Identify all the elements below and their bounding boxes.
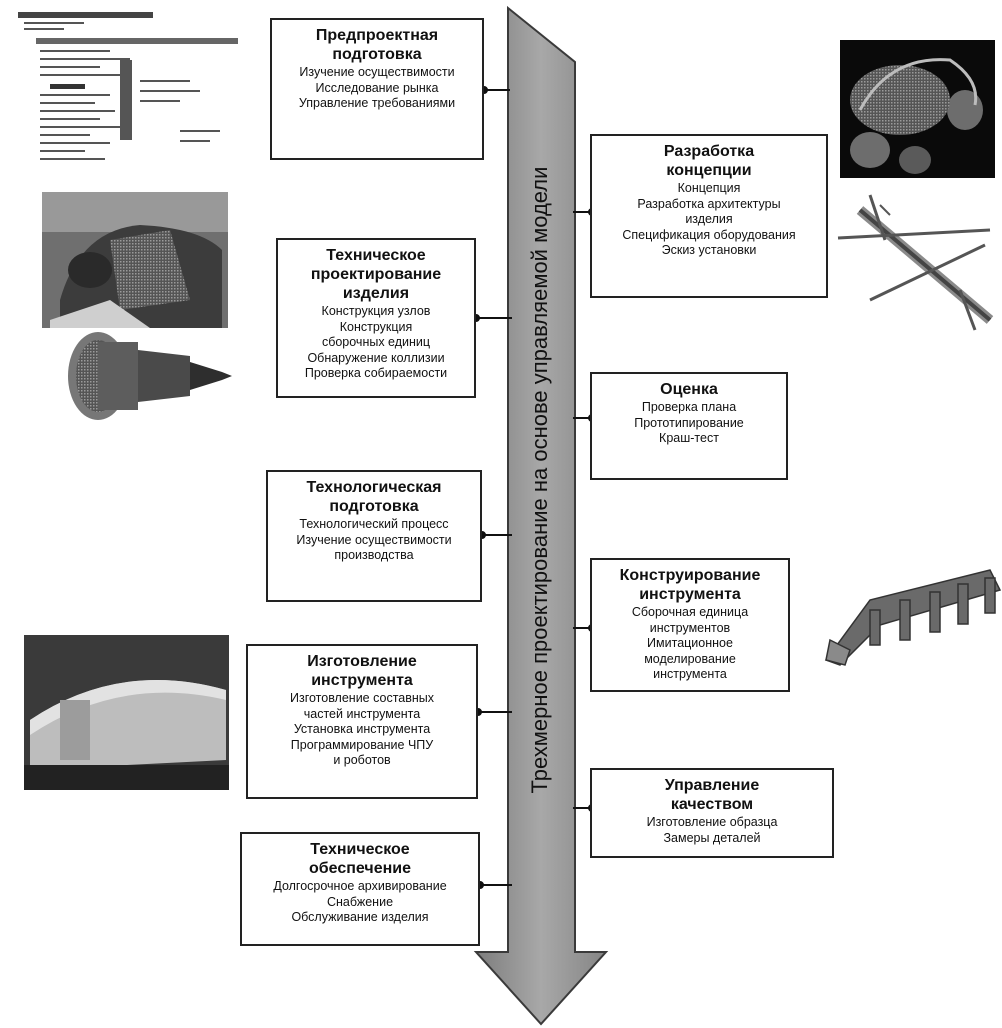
box-pre-project: Предпроектная подготовка Изучение осущес… (270, 18, 484, 160)
box-quality-management: Управление качеством Изготовление образц… (590, 768, 834, 858)
jet-engine-cad-thumbnail (68, 332, 232, 420)
box-title: Технологическая подготовка (306, 479, 442, 515)
box-item: Концепция (677, 181, 741, 195)
box-item: Обслуживание изделия (291, 910, 429, 924)
box-title: Оценка (660, 381, 718, 398)
box-title: Техническое проектирование изделия (310, 247, 442, 302)
box-item: Разработка архитектуры изделия (637, 196, 781, 227)
box-item: Прототипирование (634, 415, 744, 430)
box-item: Эскиз установки (661, 243, 757, 257)
box-item: Обнаружение коллизии (307, 350, 445, 365)
box-item: Конструкция узлов (321, 304, 431, 318)
box-item: Изготовление составных частей инструмент… (289, 691, 435, 721)
box-item: Спецификация оборудования (622, 227, 796, 242)
box-item: Сборочная единица инструментов (631, 605, 749, 635)
box-title: Управление качеством (664, 777, 760, 813)
arrow-label-text: Трехмерное проектирование на основе упра… (527, 166, 552, 794)
tooling-die-photo-thumbnail (24, 635, 229, 790)
timeline-arrow (473, 5, 609, 1026)
software-screenshot-thumbnail (18, 12, 240, 170)
box-item: Проверка плана (641, 400, 737, 414)
box-item: Программирование ЧПУ и роботов (290, 737, 434, 768)
box-item: Исследование рынка (315, 80, 439, 95)
box-technical-design: Техническое проектирование изделия Конст… (276, 238, 476, 398)
box-item: Изготовление образца (646, 815, 778, 829)
box-item: Конструкция сборочных единиц (321, 319, 431, 350)
box-item: Изучение осуществимости производства (296, 532, 452, 563)
box-item: Долгосрочное архивирование (273, 879, 447, 893)
box-item: Снабжение (326, 894, 394, 909)
box-title: Техническое обеспечение (309, 841, 411, 877)
box-item: Технологический процесс (299, 517, 449, 531)
box-title: Изготовление инструмента (307, 653, 417, 689)
box-item: Проверка собираемости (304, 366, 448, 380)
box-tech-preparation: Технологическая подготовка Технологическ… (266, 470, 482, 602)
box-item: Установка инструмента (293, 722, 431, 736)
box-concept-development: Разработка концепции Концепция Разработк… (590, 134, 828, 298)
box-evaluation: Оценка Проверка плана Прототипирование К… (590, 372, 788, 480)
box-title: Разработка концепции (663, 143, 755, 179)
car-interior-cad-thumbnail (42, 192, 228, 328)
vehicle-cad-model-thumbnail (840, 40, 995, 178)
box-title: Предпроектная подготовка (315, 27, 439, 63)
box-item: Замеры деталей (663, 830, 761, 845)
fixture-assembly-cad-thumbnail (824, 569, 1002, 666)
box-item: Управление требованиями (298, 96, 456, 110)
box-item: Имитационное моделирование инструмента (644, 636, 736, 681)
box-item: Краш-тест (659, 431, 719, 445)
box-tool-design: Конструирование инструмента Сборочная ед… (590, 558, 790, 692)
box-tool-manufacturing: Изготовление инструмента Изготовление со… (246, 644, 478, 799)
box-item: Изучение осуществимости (299, 65, 455, 79)
box-technical-support: Техническое обеспечение Долгосрочное арх… (240, 832, 480, 946)
aircraft-wireframe-thumbnail (837, 194, 994, 331)
box-title: Конструирование инструмента (619, 567, 761, 603)
